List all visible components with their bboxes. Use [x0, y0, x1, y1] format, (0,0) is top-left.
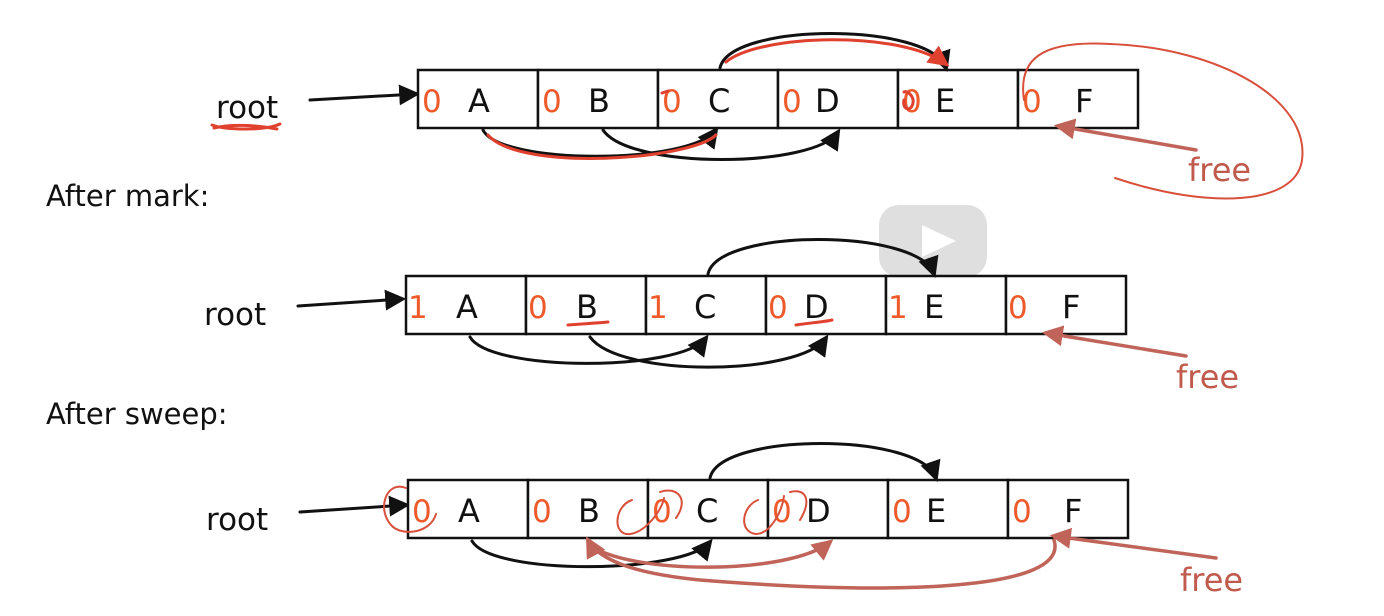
- heap-cell: 1 A: [404, 274, 528, 336]
- cell-letter: B: [576, 288, 598, 326]
- cell-letter: B: [588, 82, 610, 120]
- root-label: root: [206, 502, 268, 538]
- heap-row-after-mark: root 1 A 0 B 1 C 0 D 1 E 0: [204, 238, 1239, 396]
- heap-cell: 0 F: [1004, 274, 1128, 336]
- heap-cell: 0 A: [406, 478, 530, 540]
- mark-bit: 1: [888, 290, 908, 326]
- cell-letter: C: [696, 492, 718, 530]
- mark-bit: 1: [408, 290, 428, 326]
- heap-cell: 0 B: [524, 274, 648, 336]
- mark-bit: 0: [1022, 84, 1042, 120]
- mark-bit: 0: [652, 494, 672, 530]
- cell-letter: D: [806, 492, 831, 530]
- mark-bit: 0: [528, 290, 548, 326]
- mark-bit: 0: [768, 290, 788, 326]
- trace-c-to-e: [724, 38, 950, 67]
- mark-bit: 0: [662, 84, 682, 120]
- mark-bit: 0: [1008, 290, 1028, 326]
- heap-cell: 0 D: [776, 68, 900, 130]
- free-list-loop-annotation: [1022, 42, 1304, 200]
- reset-bit-circle-a: [383, 485, 437, 533]
- after-sweep-heading: After sweep:: [46, 397, 228, 431]
- reset-bit-circle-d: [743, 490, 808, 536]
- pointer-b-to-d: [601, 128, 841, 161]
- root-pointer-arrow: [308, 84, 421, 106]
- cell-letter: C: [694, 288, 716, 326]
- unmarked-b-underline: [566, 320, 610, 327]
- heap-cell: 0 F: [1006, 478, 1130, 540]
- mark-bit: 1: [648, 290, 668, 326]
- heap-cell: 0 C: [656, 68, 780, 130]
- free-list-f-to-b: [585, 536, 1057, 590]
- cell-letter: F: [1062, 288, 1080, 326]
- video-play-overlay[interactable]: [879, 205, 987, 277]
- cell-letter: E: [924, 288, 944, 326]
- cell-letter: F: [1064, 492, 1082, 530]
- free-pointer-arrow: [1053, 118, 1198, 152]
- free-label: free: [1180, 561, 1243, 599]
- mark-bit: 0: [542, 84, 562, 120]
- root-pointer-arrow: [296, 289, 407, 311]
- mark-bit: 0: [412, 494, 432, 530]
- root-pointer-arrow: [298, 495, 411, 517]
- pointer-a-to-c: [468, 334, 709, 365]
- pointer-c-to-e: [706, 238, 939, 278]
- heap-cell: 0 C: [646, 478, 770, 540]
- trace-a-to-c: [486, 133, 718, 160]
- mark-bit: 0: [772, 494, 792, 530]
- cell-letter: E: [926, 492, 946, 530]
- unmarked-d-underline: [794, 318, 834, 327]
- heap-cell: 0 D: [764, 274, 888, 336]
- heap-cell: 1 E: [884, 274, 1008, 336]
- cell-letter: F: [1075, 82, 1093, 120]
- cell-letter: A: [468, 82, 490, 120]
- heap-cell: 0 E: [896, 68, 1020, 130]
- root-label: root: [216, 90, 278, 126]
- cell-letter: A: [458, 492, 480, 530]
- after-mark-heading: After mark:: [46, 179, 209, 213]
- root-label: root: [204, 297, 266, 333]
- free-label: free: [1176, 358, 1239, 396]
- cell-letter: B: [578, 492, 600, 530]
- heap-row-initial: root 0 A 0 B 0 C 0 D 0 E 0: [210, 32, 1304, 200]
- heap-cell: 0 A: [416, 68, 540, 130]
- cell-letter: A: [456, 288, 478, 326]
- cell-letter: E: [935, 82, 955, 120]
- heap-cell: 0 D: [766, 478, 890, 540]
- heap-cell: 0 E: [886, 478, 1010, 540]
- cell-letter: C: [708, 82, 730, 120]
- pointer-b-to-d: [588, 334, 829, 369]
- cell-letter: D: [804, 288, 829, 326]
- free-list-b-to-d: [588, 539, 834, 569]
- pointer-c-to-e: [708, 442, 941, 482]
- mark-bit: 0: [422, 84, 442, 120]
- mark-bit: 0: [1012, 494, 1032, 530]
- pointer-a-to-c: [481, 126, 719, 158]
- pointer-a-to-c: [470, 538, 713, 569]
- mark-bit: 0: [892, 494, 912, 530]
- reset-bit-circle-c: [616, 489, 683, 536]
- cell-letter: D: [815, 82, 840, 120]
- root-underline-annotation: [210, 122, 282, 131]
- heap-cell: 1 C: [644, 274, 768, 336]
- heap-cell: 0 B: [526, 478, 650, 540]
- heap-row-after-sweep: root 0 A 0 B 0 C 0 D 0 E 0: [206, 442, 1243, 599]
- heap-cell: 0 B: [536, 68, 660, 130]
- mark-bit: 0: [532, 494, 552, 530]
- free-label: free: [1188, 151, 1251, 189]
- free-pointer-arrow: [1041, 325, 1188, 358]
- mark-bit: 0: [782, 84, 802, 120]
- mark-scribble-annotation: [660, 89, 915, 111]
- free-pointer-arrow: [1049, 527, 1218, 560]
- play-icon[interactable]: [922, 225, 956, 257]
- heap-cell: 0 F: [1016, 68, 1140, 130]
